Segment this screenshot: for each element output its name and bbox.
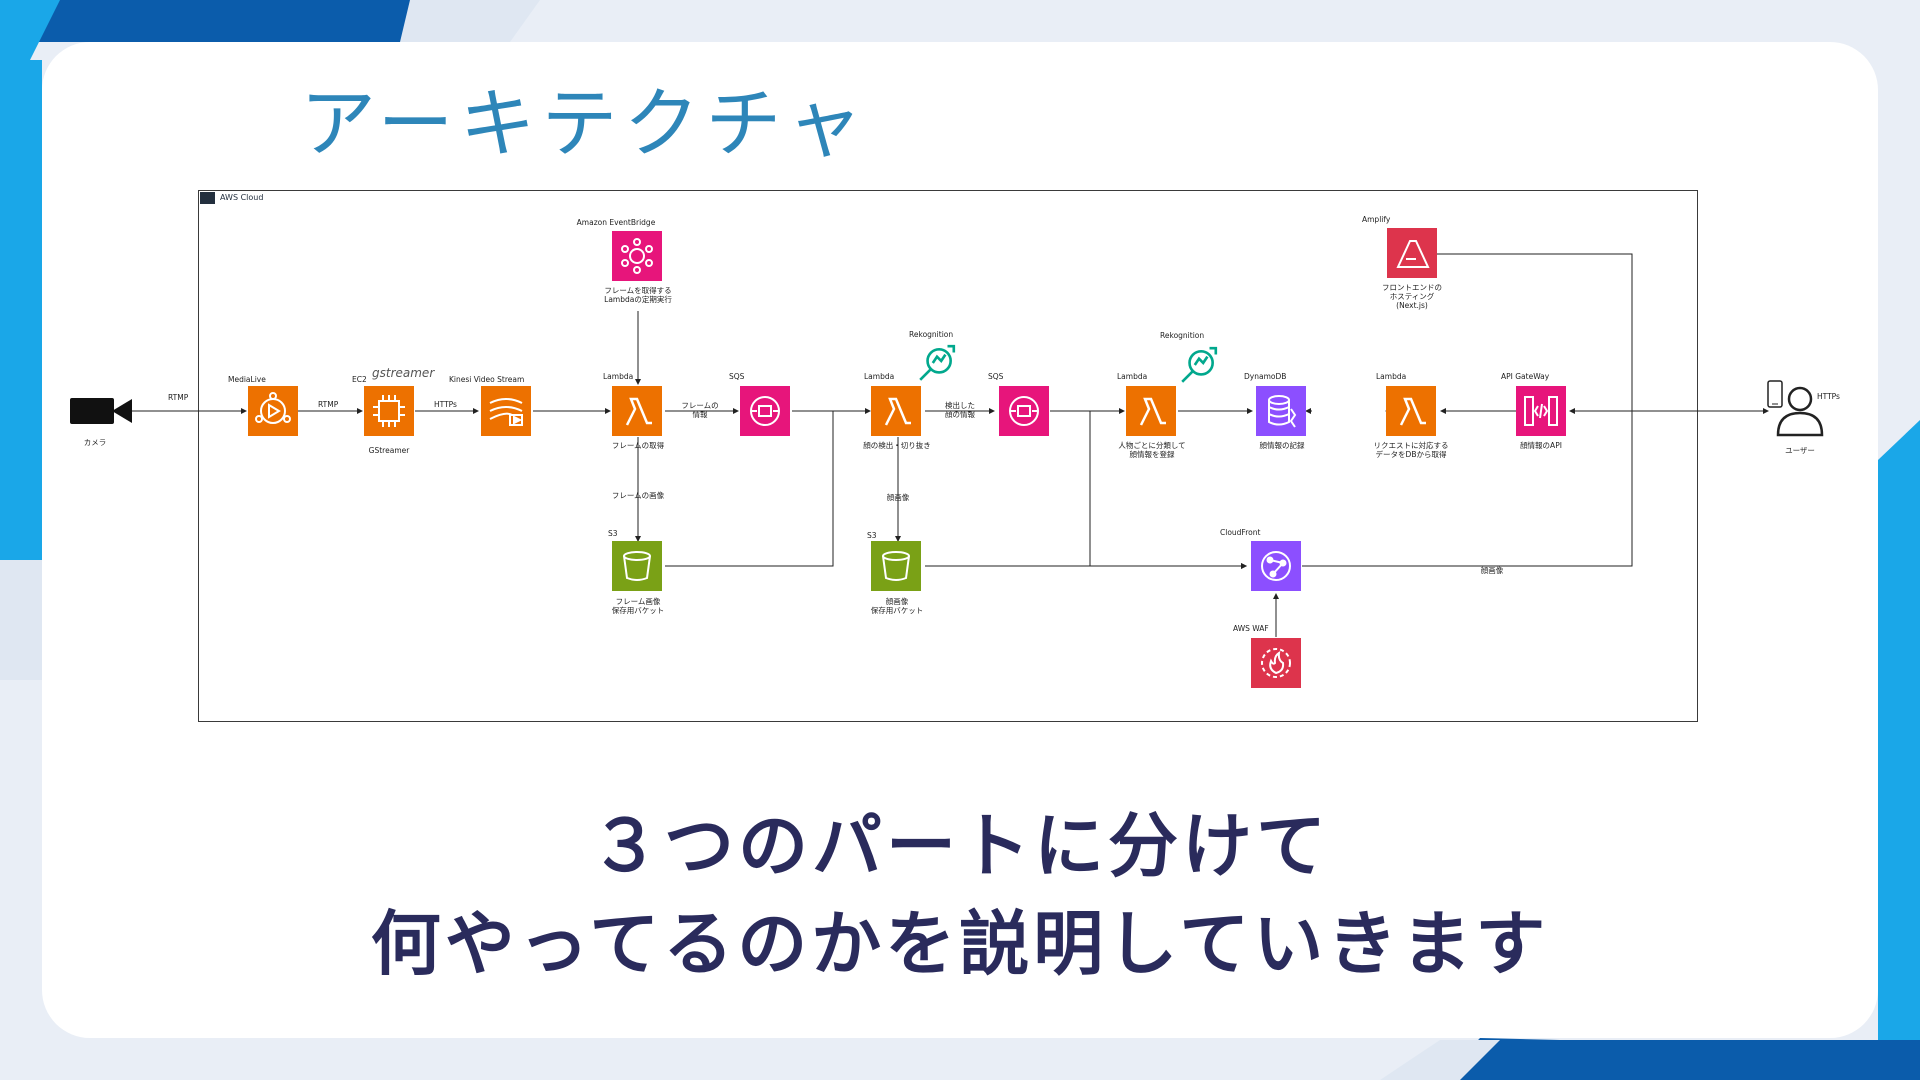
api-gateway-desc: 顔情報のAPI [1520, 441, 1562, 450]
medialive-label: MediaLive [228, 375, 266, 384]
lambda-2-label: Lambda [864, 372, 895, 381]
eventbridge-desc-1: フレームを取得する [604, 286, 672, 295]
sqs-2-icon [999, 386, 1049, 436]
ec2-icon [364, 386, 414, 436]
amplify-icon [1387, 228, 1437, 278]
https-label-1: HTTPs [434, 400, 457, 409]
cloudfront-label: CloudFront [1220, 528, 1261, 537]
s3-2-desc-2: 保存用バケット [870, 606, 924, 615]
lambda-4-desc-1: リクエストに対応する [1373, 441, 1449, 450]
lambda-2-desc: 顔の検出・切り抜き [863, 441, 931, 450]
kinesis-video-icon [481, 386, 531, 436]
rtmp-label-2: RTMP [318, 400, 339, 409]
gstreamer-logo: gstreamer [372, 366, 435, 380]
rekognition-2-label: Rekognition [1160, 331, 1205, 340]
lambda-1-icon [612, 386, 662, 436]
amplify-label: Amplify [1362, 215, 1391, 224]
lambda-3-icon [1126, 386, 1176, 436]
face-image-label: 顔画像 [886, 493, 910, 502]
https-label-2: HTTPs [1817, 392, 1840, 401]
s3-1-bucket-icon [612, 541, 662, 591]
user-label: ユーザー [1785, 446, 1815, 455]
smartphone-icon [1767, 380, 1783, 408]
lambda-1-desc: フレームの取得 [611, 441, 665, 450]
rekognition-1-icon [919, 344, 956, 381]
frame-info-label-2: 情報 [692, 410, 708, 419]
aws-logo-icon [200, 192, 215, 204]
frame-info-label-1: フレームの [681, 401, 719, 410]
s3-2-bucket-icon [871, 541, 921, 591]
amplify-desc-3: (Next.js) [1396, 301, 1428, 310]
dynamodb-label: DynamoDB [1244, 372, 1287, 381]
aws-cloud-frame [198, 190, 1698, 722]
rtmp-label-1: RTMP [168, 393, 189, 402]
amplify-desc-2: ホスティング [1389, 292, 1435, 301]
s3-2-label: S3 [867, 531, 877, 540]
subtitle-line-2: 何やってるのかを説明していきます [370, 903, 1550, 985]
dynamodb-icon [1256, 386, 1306, 436]
dynamodb-desc: 顔情報の記録 [1259, 441, 1305, 450]
detected-label-1: 検出した [945, 401, 975, 410]
s3-1-desc-2: 保存用バケット [611, 606, 665, 615]
face-image-label-2: 顔画像 [1480, 566, 1504, 575]
s3-2-desc-1: 顔画像 [885, 597, 909, 606]
frame-image-label: フレームの画像 [611, 491, 665, 500]
eventbridge-label: Amazon EventBridge [576, 218, 656, 227]
subtitle-line-1: ３つのパートに分けて [590, 805, 1330, 887]
s3-1-desc-1: フレーム画像 [615, 597, 661, 606]
rekognition-2-icon [1181, 346, 1218, 383]
user-icon [1776, 386, 1824, 437]
camera-icon [70, 398, 132, 424]
slide-card [42, 42, 1878, 1038]
lambda-3-label: Lambda [1117, 372, 1148, 381]
lambda-4-label: Lambda [1376, 372, 1407, 381]
s3-1-label: S3 [608, 529, 618, 538]
detected-label-2: 顔の情報 [945, 410, 975, 419]
kinesis-label: Kinesi Video Stream [449, 375, 525, 384]
api-gateway-icon [1516, 386, 1566, 436]
camera-label: カメラ [83, 438, 107, 447]
ec2-label: EC2 [352, 375, 367, 384]
lambda-3-desc-1: 人物ごとに分類して [1118, 441, 1186, 450]
waf-label: AWS WAF [1233, 624, 1269, 633]
eventbridge-desc-2: Lambdaの定期実行 [604, 295, 672, 304]
sqs-2-label: SQS [988, 372, 1004, 381]
lambda-1-label: Lambda [603, 372, 634, 381]
eventbridge-icon [612, 231, 662, 281]
amplify-desc-1: フロントエンドの [1382, 283, 1442, 292]
lambda-4-desc-2: データをDBから取得 [1375, 450, 1447, 459]
sqs-1-icon [740, 386, 790, 436]
lambda-4-icon [1386, 386, 1436, 436]
lambda-2-icon [871, 386, 921, 436]
waf-icon [1251, 638, 1301, 688]
api-gateway-label: API GateWay [1501, 372, 1550, 381]
lambda-3-desc-2: 顔情報を登録 [1129, 450, 1175, 459]
sqs-1-label: SQS [729, 372, 745, 381]
medialive-icon [248, 386, 298, 436]
gstreamer-label: GStreamer [368, 446, 410, 455]
rekognition-1-label: Rekognition [909, 330, 954, 339]
cloudfront-icon [1251, 541, 1301, 591]
aws-cloud-label: AWS Cloud [220, 193, 264, 202]
slide-title: アーキテクチャ [300, 79, 869, 168]
